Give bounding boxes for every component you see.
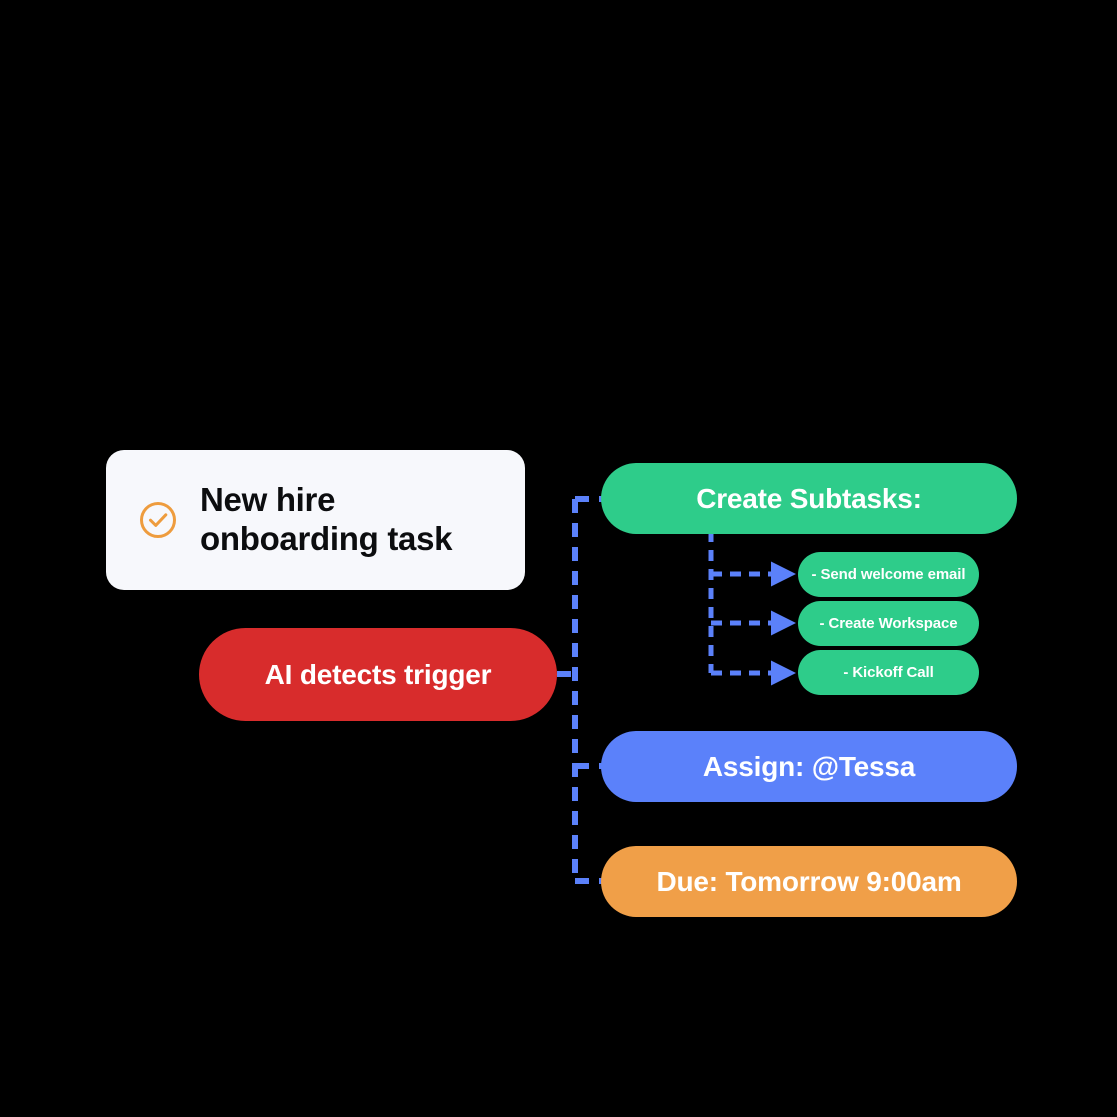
create-subtasks-pill[interactable]: Create Subtasks: xyxy=(601,463,1017,534)
trigger-task-title: New hire onboarding task xyxy=(200,481,453,557)
check-circle-icon xyxy=(140,502,176,538)
subtask-pill-send-welcome-email[interactable]: - Send welcome email xyxy=(798,552,979,597)
due-pill[interactable]: Due: Tomorrow 9:00am xyxy=(601,846,1017,917)
subtask-pill-kickoff-call[interactable]: - Kickoff Call xyxy=(798,650,979,695)
trigger-task-card[interactable]: New hire onboarding task xyxy=(106,450,525,590)
assign-pill[interactable]: Assign: @Tessa xyxy=(601,731,1017,802)
subtask-pill-create-workspace[interactable]: - Create Workspace xyxy=(798,601,979,646)
ai-detects-trigger-pill[interactable]: AI detects trigger xyxy=(199,628,557,721)
